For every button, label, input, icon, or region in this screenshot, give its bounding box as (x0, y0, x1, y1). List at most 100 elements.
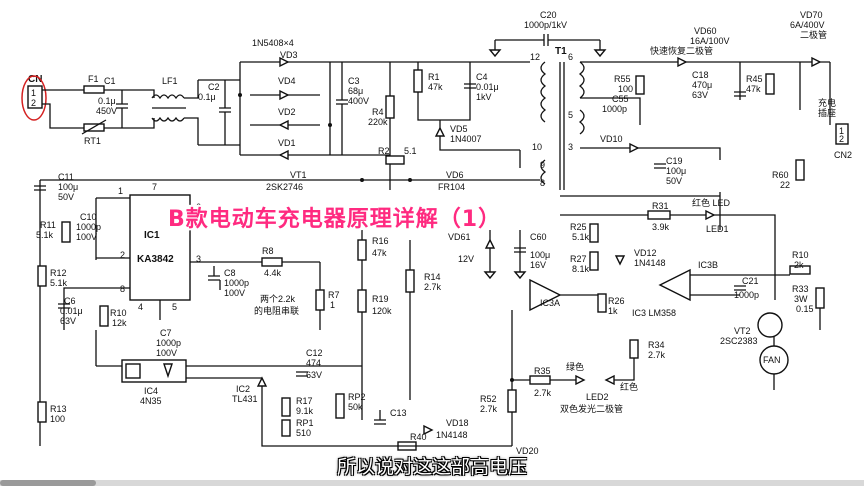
capacitor-c6: C6 0.01μ 63V (58, 296, 83, 326)
horizontal-scrollbar[interactable] (0, 480, 864, 486)
svg-text:RT1: RT1 (84, 136, 101, 146)
svg-text:100μ: 100μ (58, 182, 78, 192)
svg-text:R7: R7 (328, 290, 340, 300)
svg-text:0.01μ: 0.01μ (476, 82, 499, 92)
resistor-r4: R4 220k (368, 62, 395, 190)
thermistor-rt1: RT1 (81, 119, 107, 146)
zener-12v: VD61 12V (448, 230, 521, 280)
svg-text:5.1k: 5.1k (36, 230, 54, 240)
diode-vd6: VD6 FR104 (438, 170, 465, 192)
svg-text:IC3 LM358: IC3 LM358 (632, 308, 676, 318)
svg-text:2.7k: 2.7k (648, 350, 666, 360)
svg-text:TL431: TL431 (232, 394, 258, 404)
svg-text:0.01μ: 0.01μ (60, 306, 83, 316)
svg-text:C6: C6 (64, 296, 76, 306)
svg-text:63V: 63V (306, 370, 322, 380)
diode-vd12: VD12 1N4148 (614, 248, 666, 268)
svg-text:充电: 充电 (818, 97, 836, 108)
svg-text:120k: 120k (372, 306, 392, 316)
transformer-t1: T1 12 6 5 3 10 9 8 (530, 46, 585, 190)
svg-text:0.15: 0.15 (796, 304, 814, 314)
svg-text:R10: R10 (792, 250, 809, 260)
svg-text:C4: C4 (476, 72, 488, 82)
svg-text:2.7k: 2.7k (424, 282, 442, 292)
mosfet-vt1: VT1 2SK2746 (266, 170, 307, 192)
svg-text:FAN: FAN (763, 355, 781, 365)
svg-text:1N4007: 1N4007 (450, 134, 482, 144)
svg-text:5: 5 (568, 110, 573, 120)
bridge-rectifier: 1N5408×4 VD3 VD4 VD2 VD1 (225, 38, 331, 161)
svg-text:R13: R13 (50, 404, 67, 414)
diode-vd20: VD20 (516, 446, 539, 456)
svg-text:50k: 50k (348, 402, 363, 412)
svg-text:R19: R19 (372, 294, 389, 304)
optocoupler-ic4: IC4 4N35 (121, 359, 187, 406)
svg-text:R31: R31 (652, 201, 669, 211)
svg-text:IC4: IC4 (144, 386, 158, 396)
svg-text:C60: C60 (530, 232, 547, 242)
svg-text:R4: R4 (372, 107, 384, 117)
resistor-r10-2k: R10 2k (789, 250, 811, 275)
input-connector: CN 1 2 (21, 74, 47, 121)
scrollbar-thumb[interactable] (0, 480, 96, 486)
svg-text:63V: 63V (60, 316, 76, 326)
svg-text:C19: C19 (666, 156, 683, 166)
resistor-r16: R16 47k (357, 236, 389, 261)
vd70-diode: VD70 6A/400V 二极管 (790, 10, 827, 68)
svg-text:50V: 50V (666, 176, 682, 186)
svg-text:FR104: FR104 (438, 182, 465, 192)
svg-text:C11: C11 (58, 172, 74, 182)
resistor-r10: R10 12k (99, 305, 127, 328)
svg-text:LED1: LED1 (706, 224, 729, 234)
resistor-r26: R26 1k (597, 293, 625, 316)
svg-text:R45: R45 (746, 74, 763, 84)
svg-text:R11: R11 (40, 220, 56, 230)
svg-text:2.7k: 2.7k (480, 404, 498, 414)
svg-text:R25: R25 (570, 222, 587, 232)
svg-text:绿色: 绿色 (566, 361, 584, 372)
svg-text:1N5408×4: 1N5408×4 (252, 38, 294, 48)
svg-text:100: 100 (618, 84, 633, 94)
svg-text:T1: T1 (555, 46, 567, 57)
resistor-r60: R60 22 (772, 159, 805, 190)
svg-text:C18: C18 (692, 70, 709, 80)
svg-text:1: 1 (839, 126, 844, 136)
capacitor-c13: C13 (374, 408, 407, 425)
svg-text:LED2: LED2 (586, 392, 609, 402)
svg-text:1: 1 (330, 300, 335, 310)
svg-text:3: 3 (196, 254, 201, 264)
svg-text:IC3A: IC3A (540, 298, 560, 308)
svg-text:47k: 47k (372, 248, 387, 258)
svg-text:16A/100V: 16A/100V (690, 36, 730, 46)
svg-text:C10: C10 (80, 212, 97, 222)
cn-pin1: 1 (31, 88, 36, 98)
resistor-r55: R55 100 (614, 74, 645, 95)
svg-text:1N4148: 1N4148 (436, 430, 468, 440)
svg-text:5.1k: 5.1k (572, 232, 590, 242)
regulator-ic2: IC2 TL431 (232, 376, 268, 404)
capacitor-c1: C1 0.1μ 450V (96, 76, 128, 128)
resistor-r34: R34 2.7k (629, 339, 666, 360)
svg-text:6: 6 (196, 202, 201, 212)
svg-text:9.1k: 9.1k (296, 406, 314, 416)
svg-text:C13: C13 (390, 408, 407, 418)
svg-text:450V: 450V (96, 106, 117, 116)
pot-rp1: RP1 510 (281, 418, 314, 438)
svg-text:VD12: VD12 (634, 248, 657, 258)
svg-text:1000p: 1000p (734, 290, 759, 300)
svg-text:10: 10 (532, 142, 542, 152)
svg-text:C1: C1 (104, 76, 116, 86)
fuse-f1: F1 (83, 74, 105, 94)
svg-text:C3: C3 (348, 76, 360, 86)
svg-text:C12: C12 (306, 348, 323, 358)
svg-text:6A/400V: 6A/400V (790, 20, 825, 30)
svg-text:220k: 220k (368, 117, 388, 127)
svg-text:400V: 400V (348, 96, 369, 106)
svg-text:5.1: 5.1 (404, 146, 417, 156)
svg-text:100μ: 100μ (530, 250, 550, 260)
svg-text:VD6: VD6 (446, 170, 464, 180)
svg-text:R8: R8 (262, 246, 274, 256)
svg-text:R10: R10 (110, 308, 127, 318)
svg-text:100V: 100V (76, 232, 97, 242)
